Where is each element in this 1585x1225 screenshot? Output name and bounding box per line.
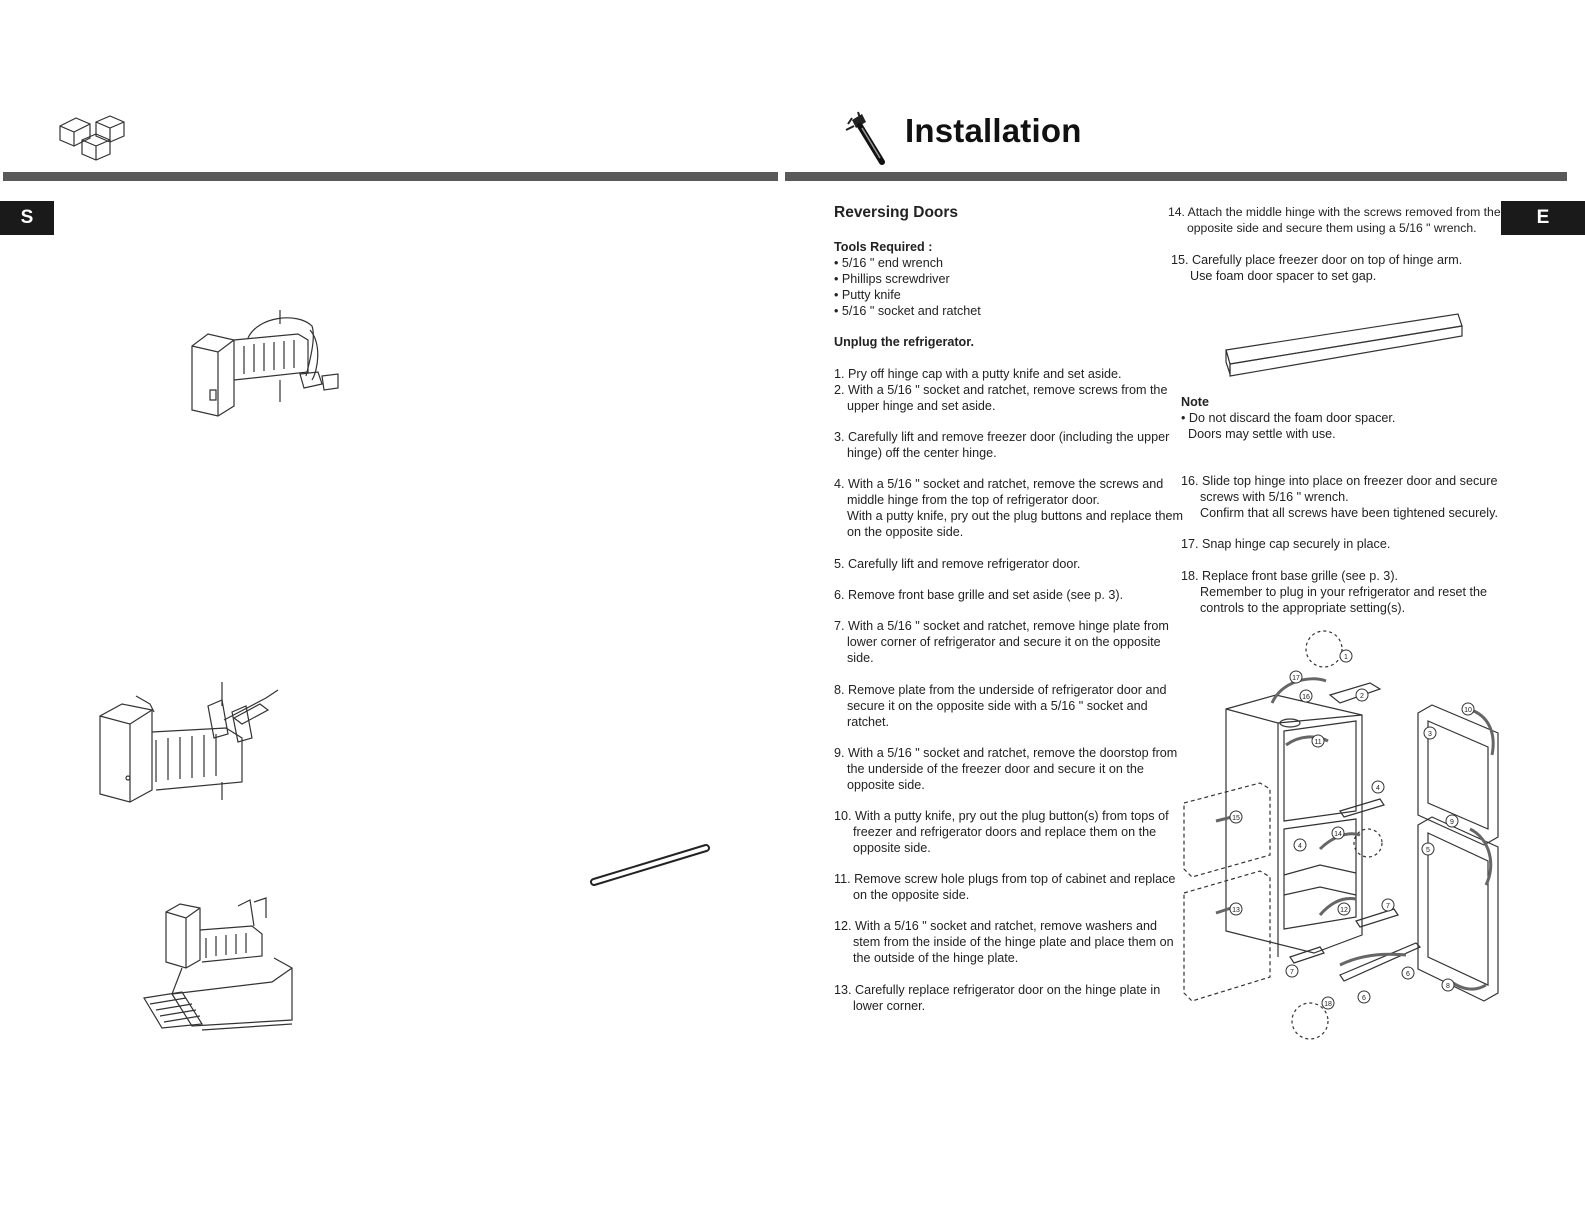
- step-14: 14. Attach the middle hinge with the scr…: [1168, 205, 1501, 235]
- ice-cubes-icon: [59, 115, 125, 161]
- screwdriver-icon: [845, 111, 885, 165]
- svg-text:5: 5: [1426, 847, 1430, 854]
- callout-6b: 6: [1357, 990, 1371, 1004]
- svg-text:1: 1: [1344, 654, 1348, 661]
- tools-list: • 5/16 " end wrench • Phillips screwdriv…: [834, 255, 981, 319]
- step-6: 6. Remove front base grille and set asid…: [834, 588, 1124, 602]
- callout-4: 4: [1371, 780, 1385, 794]
- callout-4b: 4: [1293, 838, 1307, 852]
- ice-maker-illustration-2: [99, 682, 279, 803]
- step-5: 5. Carefully lift and remove refrigerato…: [834, 557, 1081, 571]
- page-title: Installation: [905, 112, 1082, 149]
- callout-13: 13: [1229, 902, 1243, 916]
- step-3: 3. Carefully lift and remove freezer doo…: [834, 430, 1170, 460]
- unplug-instruction: Unplug the refrigerator.: [834, 335, 974, 349]
- note-line: • Do not discard the foam door spacer.: [1181, 411, 1396, 425]
- callout-5: 5: [1421, 842, 1435, 856]
- ice-maker-illustration-3: [143, 897, 293, 1031]
- callout-17: 17: [1289, 670, 1303, 684]
- svg-text:15: 15: [1232, 815, 1240, 822]
- callout-18: 18: [1321, 996, 1335, 1010]
- step-2: 2. With a 5/16 " socket and ratchet, rem…: [834, 383, 1168, 413]
- step-8: 8. Remove plate from the underside of re…: [834, 683, 1167, 729]
- section-tab-right: E: [1501, 201, 1585, 235]
- header-rule-left: [3, 172, 778, 181]
- callout-9: 9: [1445, 814, 1459, 828]
- callout-12: 12: [1337, 902, 1351, 916]
- rod-illustration: [590, 844, 710, 886]
- callout-1: 1: [1339, 649, 1353, 663]
- section-tab-left: S: [0, 201, 54, 235]
- step-7: 7. With a 5/16 " socket and ratchet, rem…: [834, 619, 1169, 665]
- svg-text:3: 3: [1428, 731, 1432, 738]
- tool-item: • Putty knife: [834, 288, 901, 302]
- svg-text:8: 8: [1446, 983, 1450, 990]
- svg-text:17: 17: [1292, 675, 1300, 682]
- svg-text:10: 10: [1464, 707, 1472, 714]
- step-16: 16. Slide top hinge into place on freeze…: [1181, 474, 1498, 520]
- svg-text:4: 4: [1298, 843, 1302, 850]
- callout-10: 10: [1461, 702, 1475, 716]
- svg-text:16: 16: [1302, 694, 1310, 701]
- step-9: 9. With a 5/16 " socket and ratchet, rem…: [834, 746, 1178, 792]
- step-1: 1. Pry off hinge cap with a putty knife …: [834, 367, 1122, 381]
- tools-heading: Tools Required :: [834, 240, 933, 254]
- svg-text:14: 14: [1334, 831, 1342, 838]
- step-10: 10. With a putty knife, pry out the plug…: [834, 809, 1169, 855]
- svg-text:13: 13: [1232, 907, 1240, 914]
- svg-text:11: 11: [1314, 739, 1321, 746]
- foam-spacer-illustration: [1225, 313, 1463, 377]
- note-line: Doors may settle with use.: [1188, 427, 1336, 441]
- callout-11: 11: [1311, 734, 1325, 748]
- step-17: 17. Snap hinge cap securely in place.: [1181, 537, 1391, 551]
- callout-8: 8: [1441, 978, 1455, 992]
- svg-text:6: 6: [1406, 971, 1410, 978]
- tool-item: • 5/16 " end wrench: [834, 256, 943, 270]
- svg-text:2: 2: [1360, 693, 1364, 700]
- step-15: 15. Carefully place freezer door on top …: [1171, 253, 1463, 283]
- note-title: Note: [1181, 395, 1209, 409]
- svg-text:6: 6: [1362, 995, 1366, 1002]
- tool-item: • Phillips screwdriver: [834, 272, 950, 286]
- svg-text:7: 7: [1290, 969, 1294, 976]
- step-11: 11. Remove screw hole plugs from top of …: [834, 872, 1176, 902]
- callout-7b: 7: [1285, 964, 1299, 978]
- door-reversal-diagram: 1 2 3 4 4 5 6 6 7 7 8 9 10 11 12 13 14 1…: [1183, 630, 1499, 1040]
- callout-3: 3: [1423, 726, 1437, 740]
- ice-maker-illustration-1: [191, 310, 339, 417]
- callout-14: 14: [1331, 826, 1345, 840]
- callout-15: 15: [1229, 810, 1243, 824]
- svg-text:7: 7: [1386, 903, 1390, 910]
- step-13: 13. Carefully replace refrigerator door …: [834, 983, 1161, 1013]
- svg-text:9: 9: [1450, 819, 1454, 826]
- callout-16: 16: [1299, 689, 1313, 703]
- callout-6: 6: [1401, 966, 1415, 980]
- header-rule-right: [785, 172, 1567, 181]
- svg-text:12: 12: [1340, 907, 1348, 914]
- note-body: • Do not discard the foam door spacer. D…: [1181, 410, 1395, 442]
- callout-2: 2: [1355, 688, 1369, 702]
- step-4: 4. With a 5/16 " socket and ratchet, rem…: [834, 477, 1184, 539]
- svg-text:18: 18: [1324, 1001, 1332, 1008]
- tool-item: • 5/16 " socket and ratchet: [834, 304, 981, 318]
- step-12: 12. With a 5/16 " socket and ratchet, re…: [834, 919, 1174, 965]
- step-18: 18. Replace front base grille (see p. 3)…: [1181, 569, 1487, 615]
- section-title: Reversing Doors: [834, 204, 959, 221]
- svg-text:4: 4: [1376, 785, 1380, 792]
- callout-7: 7: [1381, 898, 1395, 912]
